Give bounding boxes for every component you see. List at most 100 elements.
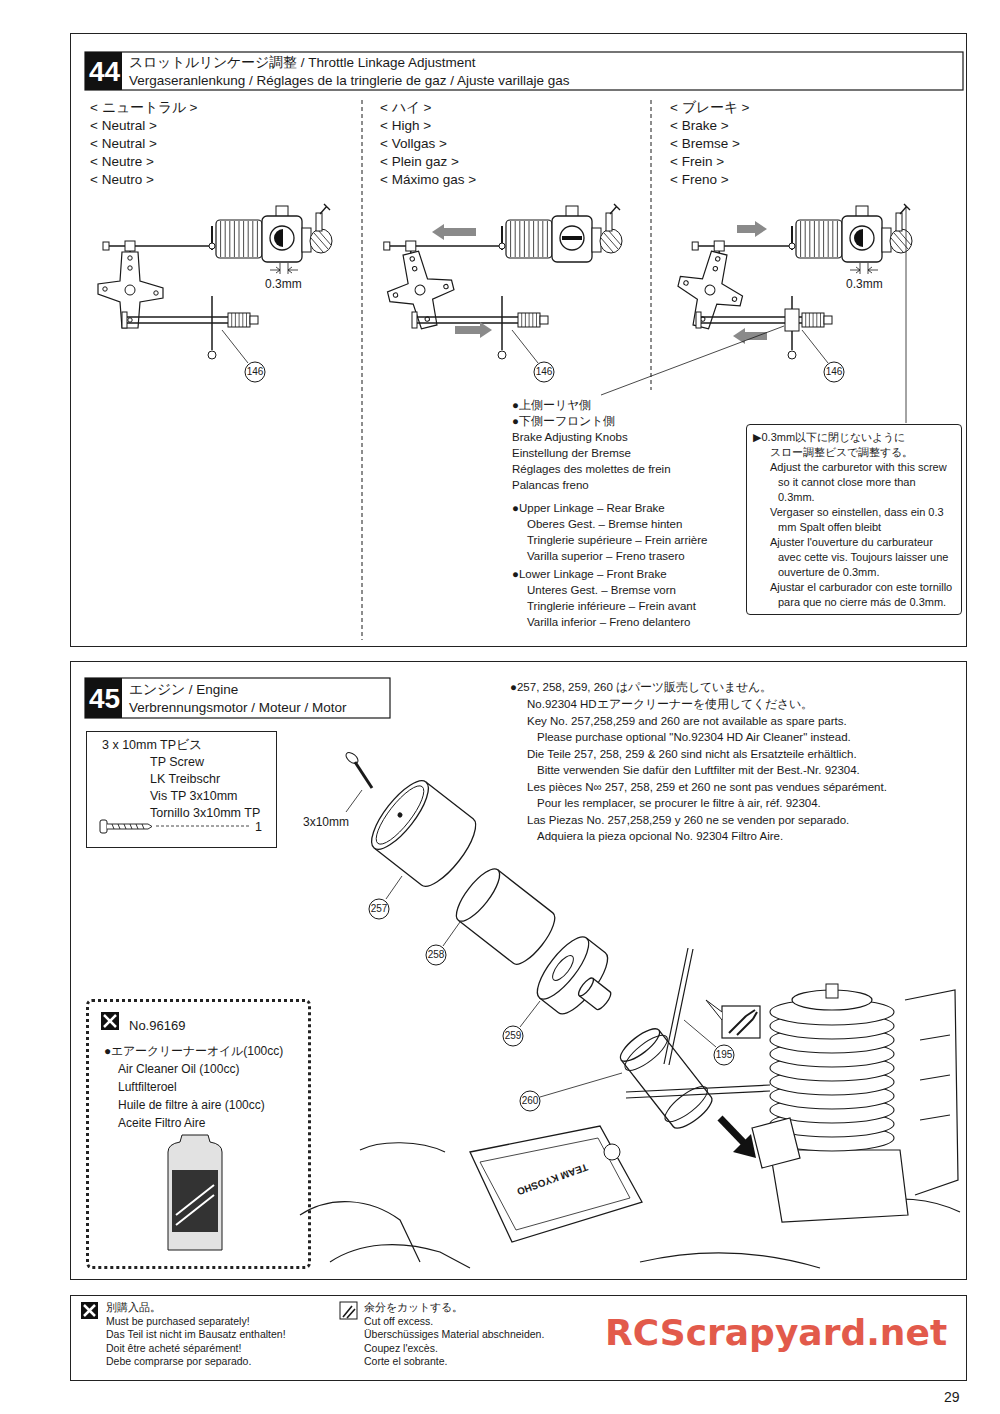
foam-element-face <box>449 863 506 927</box>
boot-rib <box>252 221 253 257</box>
callout-number: 146 <box>240 365 270 379</box>
nozzle-knurl <box>891 230 911 252</box>
intake-tube-face <box>616 1024 664 1067</box>
label-text: Varilla superior – Freno trasero <box>527 550 685 564</box>
motion-arrow <box>737 221 767 237</box>
boot-rib <box>243 221 244 257</box>
node-text: Cut off excess. <box>364 1315 433 1328</box>
rod-stopper <box>692 242 698 250</box>
node-text: Huile de filtre à aire (100cc) <box>118 1098 265 1112</box>
brake-lever <box>501 296 503 350</box>
label-text: < ブレーキ > <box>670 100 749 116</box>
motion-arrow <box>455 322 492 338</box>
knob-thread <box>521 313 522 327</box>
label-text: < Neutre > <box>90 154 154 170</box>
node-text: Tornillo 3x10mm TP <box>150 806 260 821</box>
node-text: Doit être acheté séparément! <box>106 1342 241 1355</box>
node-text: 1 <box>255 820 262 835</box>
dimension-tick <box>280 263 281 274</box>
horn-hole <box>713 266 718 271</box>
label-text: Pour les remplacer, se procurer le filtr… <box>537 797 821 811</box>
barrel-closed <box>854 229 863 247</box>
node-text: TP Screw <box>150 755 204 770</box>
needle-body <box>316 213 322 231</box>
knob-thread <box>805 313 806 327</box>
node-text: Vergaseranlenkung / Réglages de la tring… <box>129 73 570 89</box>
knob-thread <box>235 313 236 327</box>
node-text: ●エアークリーナーオイル(100cc) <box>104 1044 283 1058</box>
label-text: < Neutral > <box>90 118 157 134</box>
rod-end <box>122 312 127 328</box>
nozzle-knurl <box>601 230 621 252</box>
lever-pivot <box>498 351 506 359</box>
tube-collar <box>620 1030 672 1076</box>
horn-hole <box>732 297 737 302</box>
label-text: Key No. 257,258,259 and 260 are not avai… <box>527 715 847 729</box>
tank-lid <box>480 1138 630 1230</box>
boot-rib <box>547 221 548 257</box>
label-text: TEAM KYOSHO <box>515 1161 589 1198</box>
adjust-knob <box>518 313 540 327</box>
knob-thread <box>242 313 243 327</box>
ball-link <box>406 241 416 251</box>
adjust-knob <box>228 313 250 327</box>
horn-hole <box>393 292 398 297</box>
knob-thread <box>816 313 817 327</box>
servo-horn-arm <box>380 245 461 334</box>
carb-ball <box>209 243 215 249</box>
knob-thread <box>536 313 537 327</box>
lever-pivot <box>788 351 796 359</box>
knob-thread <box>231 313 232 327</box>
throttle-linkage <box>380 204 622 363</box>
rod-stopper <box>103 242 109 250</box>
boot-rib <box>533 221 534 257</box>
oil-bottle <box>168 1135 222 1250</box>
engine-illustration <box>300 750 960 1268</box>
motion-arrow <box>432 224 476 240</box>
screw-shaft <box>355 762 372 788</box>
step-number-box <box>85 52 122 90</box>
node-text: No.96169 <box>129 1018 185 1034</box>
throttle-linkage <box>98 204 332 363</box>
horn-hole <box>128 256 132 260</box>
node-text: Ajuster l'ouverture du carburateur avec … <box>753 535 955 580</box>
boot-rib <box>234 221 235 257</box>
label-text: ●257, 258, 259, 260 はパーツ販売していません。 <box>510 681 772 695</box>
label-text: Las Piezas No. 257,258,259 y 260 ne se v… <box>527 814 849 828</box>
label-text: ●Upper Linkage – Rear Brake <box>512 502 665 516</box>
boot-rib <box>248 221 249 257</box>
brake-lever <box>211 296 213 350</box>
label-text: Les pièces N∞ 257, 258, 259 et 260 ne so… <box>527 781 887 795</box>
needle-body <box>606 213 612 231</box>
step-header-box <box>85 678 390 718</box>
insert-arrow-head <box>733 1134 756 1158</box>
label-text: Adquiera la pieza opcional No. 92304 Fil… <box>537 830 783 844</box>
brake-collar <box>785 309 799 331</box>
callout-number: 259 <box>498 1029 528 1043</box>
leader-line <box>512 330 538 363</box>
cable-tie <box>664 948 693 1065</box>
carb-ball <box>789 243 795 249</box>
label-text: Brake Adjusting Knobs <box>512 431 628 445</box>
knob-thread <box>813 313 814 327</box>
callout-number: 195 <box>709 1048 739 1062</box>
rod-stopper <box>384 242 390 250</box>
label-text: < Freno > <box>670 172 729 188</box>
leader-line <box>601 326 784 395</box>
cleaner-cap-face <box>363 773 438 857</box>
callout-number: 146 <box>819 365 849 379</box>
horn-hole <box>715 256 720 261</box>
screw-shaft <box>107 824 152 829</box>
label-text: ●上側ーリヤ側 <box>512 399 591 413</box>
watermark: RCScrapyard.net <box>605 1311 947 1354</box>
label-text: < Frein > <box>670 154 724 170</box>
carb-barrel <box>270 226 294 250</box>
horn-hole <box>410 256 415 261</box>
knob-thread <box>239 313 240 327</box>
knob-thread <box>532 313 533 327</box>
horn-hole <box>683 280 688 285</box>
slow-screw <box>900 204 910 214</box>
knob-thread <box>246 313 247 327</box>
knob-end <box>824 316 832 324</box>
boot-rib <box>837 221 838 257</box>
